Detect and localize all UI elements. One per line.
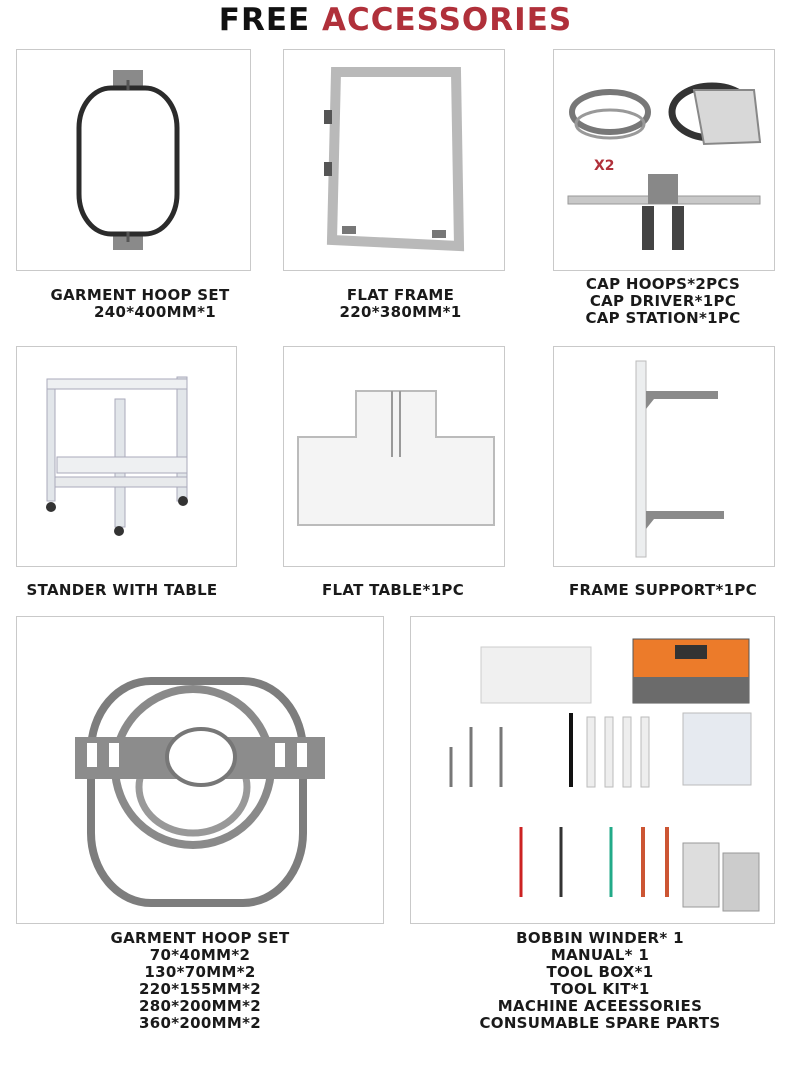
frame-support-icon <box>635 360 724 558</box>
garment-hoop-set-icon <box>75 677 325 907</box>
caption-flat-frame: FLAT FRAME 220*380MM*1 <box>339 286 462 321</box>
title-free: FREE <box>218 2 311 38</box>
caption-frame-support: FRAME SUPPORT*1PC <box>568 581 757 599</box>
garment-hoop-set-image <box>16 616 384 924</box>
quantity-badge: X2 <box>594 158 615 174</box>
tool-kit-image <box>410 616 775 924</box>
title-accessories: ACCESSORIES <box>322 2 573 38</box>
caption-cap-set: CAP HOOPS*2PCS CAP DRIVER*1PC CAP STATIO… <box>585 275 741 327</box>
flat-frame-icon <box>324 67 465 252</box>
flat-table-image <box>283 346 505 567</box>
caption-flat-table: FLAT TABLE*1PC <box>321 581 465 599</box>
caption-tool-kit: BOBBIN WINDER* 1 MANUAL* 1 TOOL BOX*1 TO… <box>479 929 721 1032</box>
frame-support-image <box>553 346 775 567</box>
garment-hoop-icon <box>76 70 180 250</box>
caption-garment-hoop-set: GARMENT HOOP SET 70*40MM*2 130*70MM*2 22… <box>110 929 290 1032</box>
cap-hoop-icon <box>567 82 762 250</box>
caption-stander: STANDER WITH TABLE <box>26 581 218 599</box>
stander-icon <box>46 376 188 536</box>
garment-hoop-image <box>16 49 251 271</box>
cap-set-image: X2 <box>553 49 775 271</box>
page-title: FREE ACCESSORIES <box>0 2 791 38</box>
flat-frame-image <box>283 49 505 271</box>
caption-garment-hoop: GARMENT HOOP SET 240*400MM*1 <box>50 286 230 321</box>
tool-kit-icon <box>449 638 760 912</box>
stander-image <box>16 346 237 567</box>
flat-table-icon <box>297 390 495 526</box>
